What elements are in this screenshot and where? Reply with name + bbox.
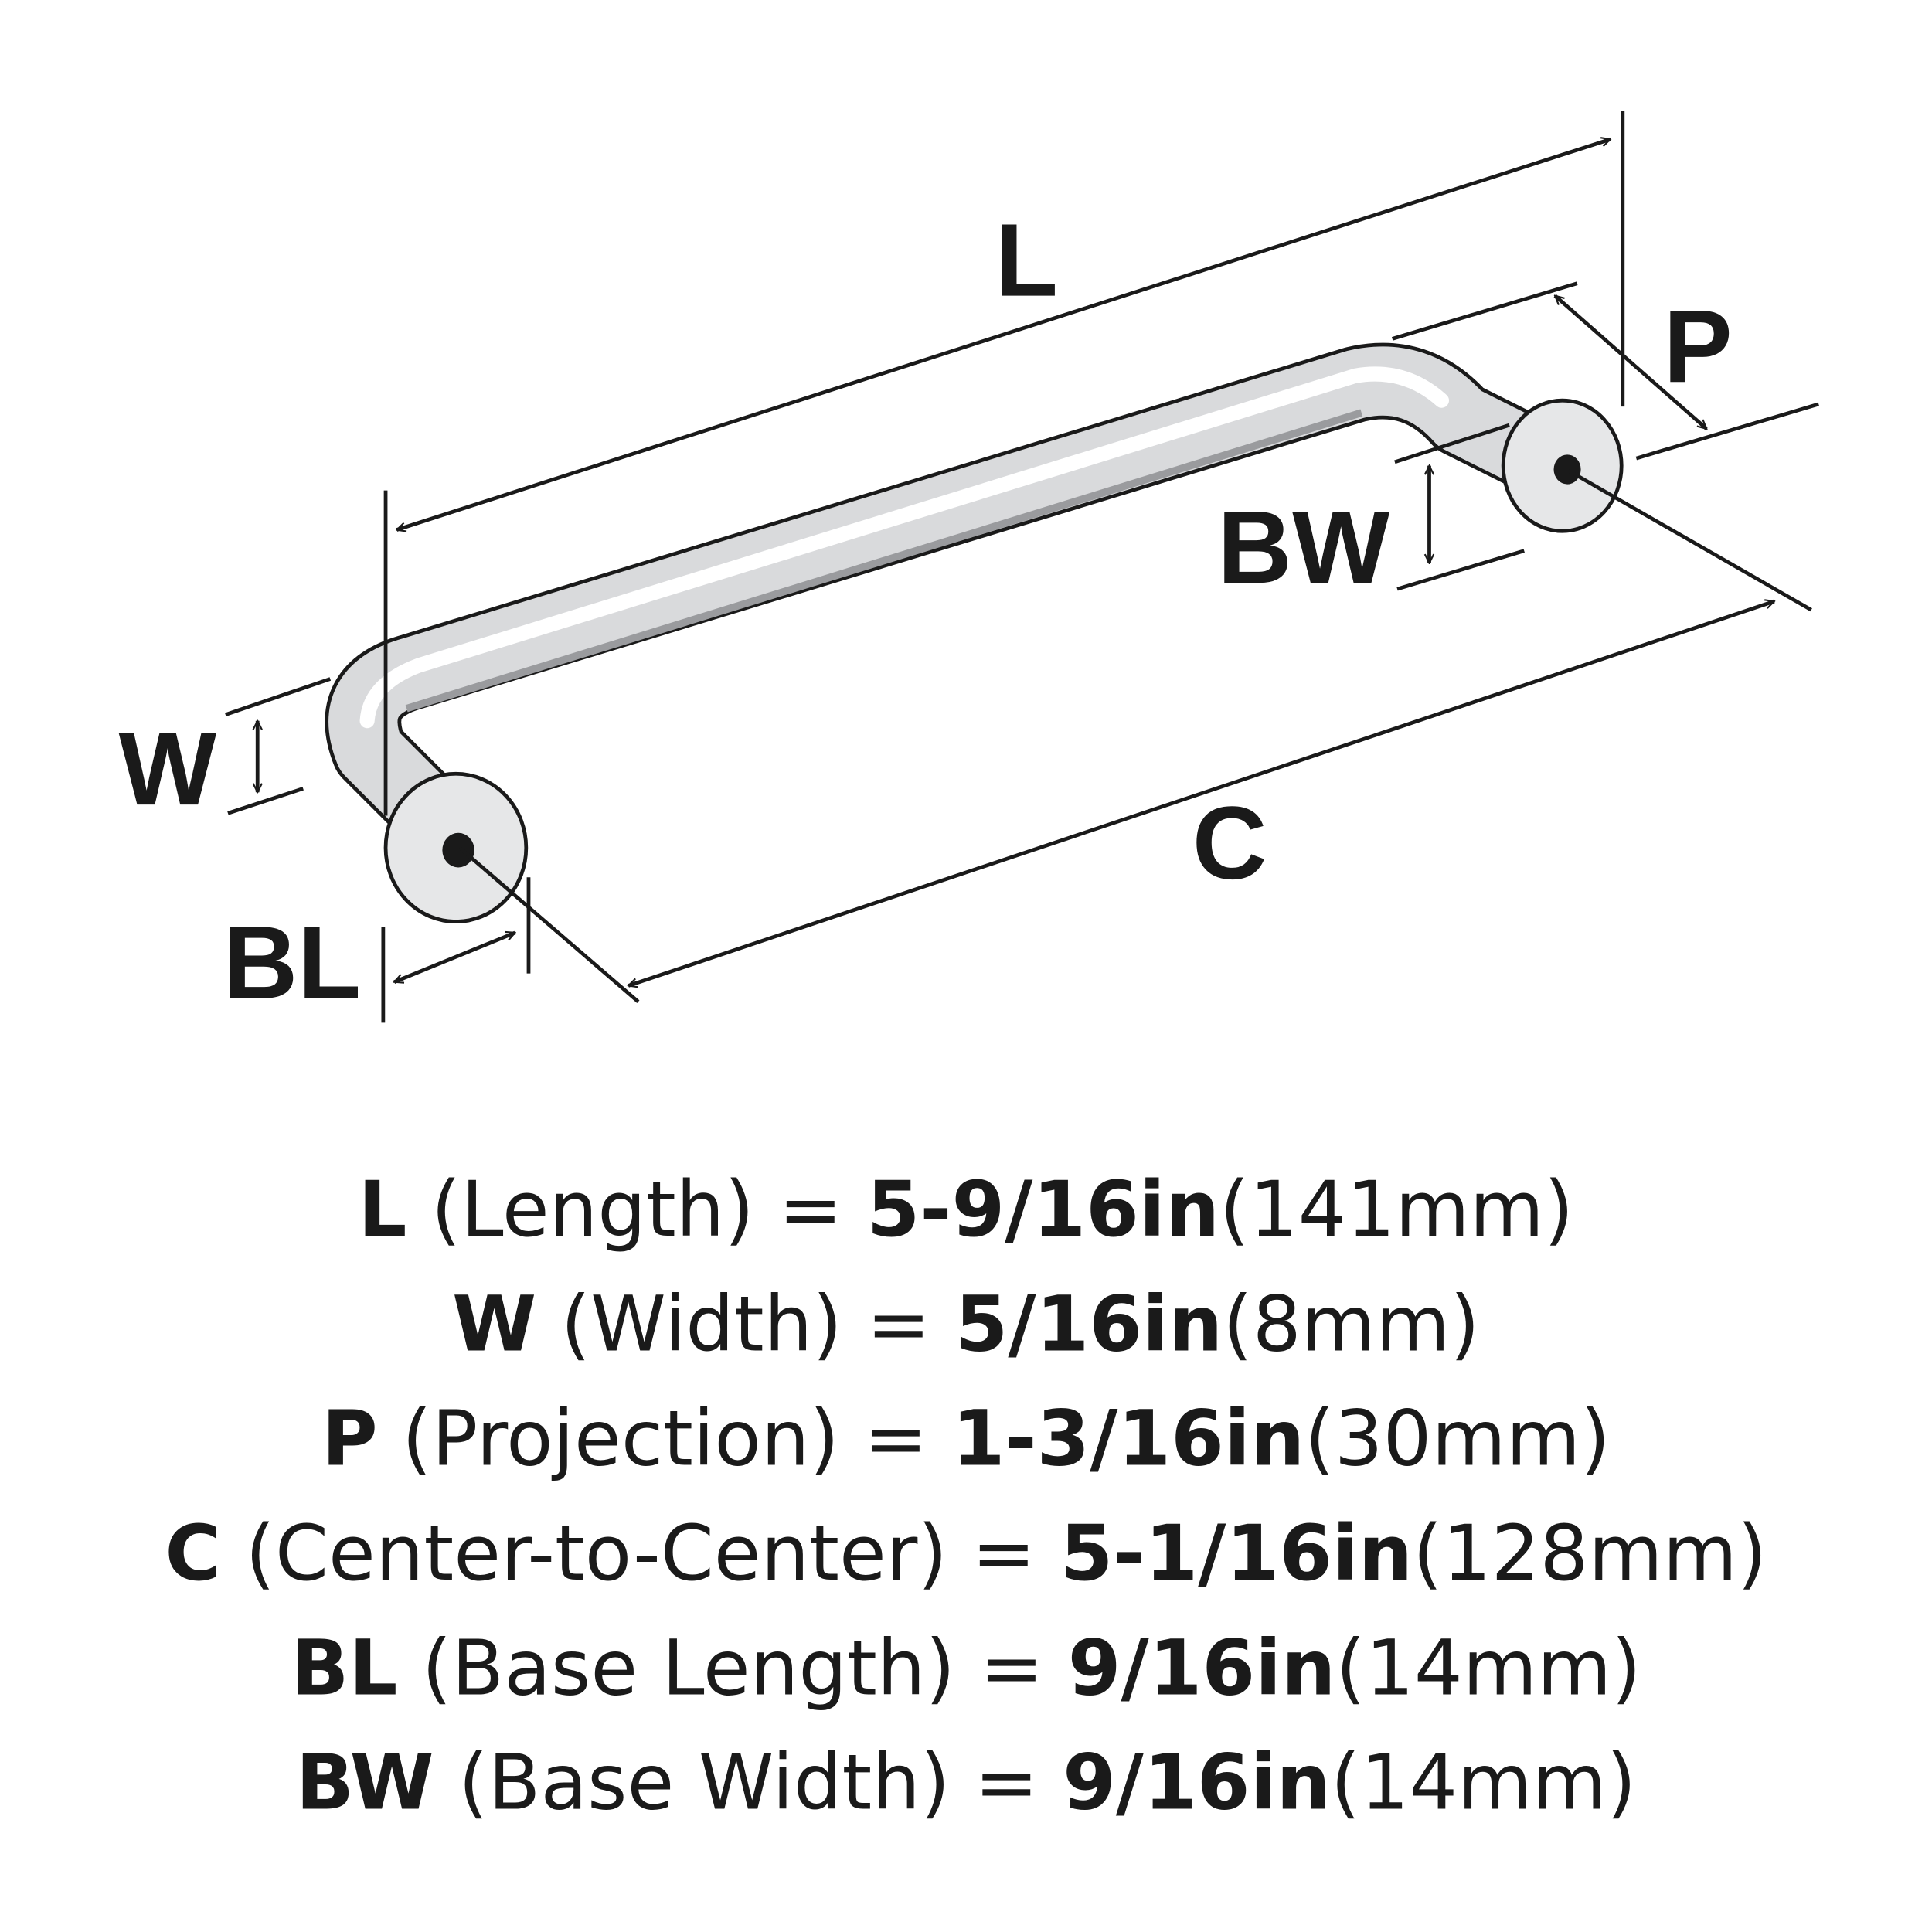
label-L: L	[995, 203, 1058, 318]
spec-text: (Center-to-Center) =	[221, 1509, 1060, 1598]
right-base	[1501, 398, 1624, 533]
spec-text: 9/16in	[1063, 1739, 1331, 1828]
spec-text: (30mm)	[1304, 1395, 1610, 1484]
spec-row: C (Center-to-Center) = 5-1/16in(128mm)	[165, 1509, 1767, 1598]
label-P: P	[1663, 289, 1732, 404]
dimension-C: C	[458, 468, 1812, 1004]
spec-row: W (Width) = 5/16in(8mm)	[452, 1280, 1480, 1369]
spec-row: L (Length) = 5-9/16in(141mm)	[359, 1165, 1574, 1254]
spec-text: (141mm)	[1219, 1165, 1573, 1254]
screw-hole	[1553, 454, 1581, 485]
dimension-BW: BW	[1217, 423, 1525, 605]
spec-text: L	[359, 1165, 407, 1254]
spec-text: 5/16in	[955, 1280, 1223, 1369]
spec-text: (128mm)	[1413, 1509, 1767, 1598]
spec-text: (Projection) =	[378, 1395, 952, 1484]
spec-text: (8mm)	[1223, 1280, 1480, 1369]
spec-text: 5-9/16in	[867, 1165, 1219, 1254]
spec-text: (14mm)	[1331, 1739, 1636, 1828]
spec-text: (Width) =	[536, 1280, 954, 1369]
spec-text: 5-1/16in	[1060, 1509, 1413, 1598]
spec-text: C	[165, 1509, 221, 1598]
spec-text: (Base Width) =	[434, 1739, 1063, 1828]
spec-text: (Length) =	[407, 1165, 867, 1254]
label-W: W	[119, 712, 217, 827]
spec-text: BL	[291, 1624, 397, 1713]
label-C: C	[1192, 786, 1267, 901]
screw-hole	[442, 832, 474, 868]
spec-text: 1-3/16in	[952, 1395, 1304, 1484]
label-BW: BW	[1217, 490, 1390, 605]
label-BL: BL	[223, 905, 362, 1020]
spec-text: BW	[296, 1739, 434, 1828]
dimension-L: L	[383, 111, 1625, 816]
dimension-BL: BL	[223, 877, 531, 1023]
spec-row: BW (Base Width) = 9/16in(14mm)	[296, 1739, 1637, 1828]
spec-text: 9/16in	[1068, 1624, 1336, 1713]
spec-text: P	[321, 1395, 377, 1484]
spec-row: P (Projection) = 1-3/16in(30mm)	[321, 1395, 1610, 1484]
spec-list: L (Length) = 5-9/16in(141mm) W (Width) =…	[165, 1165, 1767, 1827]
dimension-W: W	[119, 677, 332, 827]
dimension-P: P	[1391, 281, 1819, 461]
spec-row: BL (Base Length) = 9/16in(14mm)	[291, 1624, 1641, 1713]
spec-text: W	[452, 1280, 536, 1369]
cabinet-pull-handle	[325, 342, 1624, 923]
spec-text: (14mm)	[1335, 1624, 1641, 1713]
left-base	[383, 771, 529, 923]
spec-text: (Base Length) =	[397, 1624, 1067, 1713]
